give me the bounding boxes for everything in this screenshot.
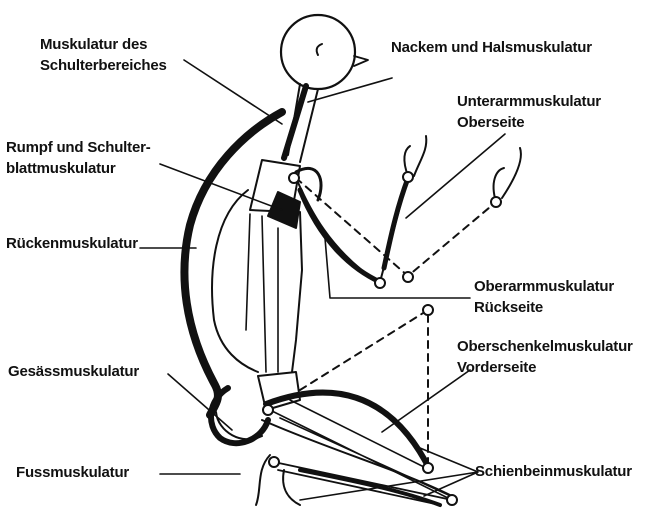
shin-muscle [300, 470, 440, 505]
upper-arm-muscle [300, 190, 380, 282]
label-schulterbereich: Muskulatur des Schulterbereiches [40, 34, 167, 76]
label-oberschenkel: Oberschenkelmuskulatur Vorderseite [457, 336, 633, 378]
label-unterarm: Unterarmmuskulatur Oberseite [457, 91, 601, 133]
torso-lines [246, 214, 278, 372]
label-ruecken: Rückenmuskulatur [6, 233, 138, 254]
hand-hook-2b [502, 148, 521, 198]
gluteal-muscle [211, 388, 268, 443]
label-fuss: Fussmuskulatur [16, 462, 129, 483]
label-nacken: Nackem und Halsmuskulatur [391, 37, 592, 58]
joint-hip [263, 405, 273, 415]
leader-oberschenkel [382, 370, 470, 432]
joint-shoulder [289, 173, 299, 183]
label-schienbein: Schienbeinmuskulatur [475, 461, 632, 482]
torso-front [292, 212, 302, 372]
joint-elbow [375, 278, 385, 288]
joint-wrist [403, 172, 413, 182]
joint-foot [447, 495, 457, 505]
alt-arm-dashed [296, 178, 496, 276]
torso-back-inner [212, 190, 258, 372]
alt-leg-dashed [300, 310, 428, 468]
joint-ankle [269, 457, 279, 467]
nose-mark [354, 56, 368, 66]
joint-knee-alt [423, 305, 433, 315]
joint-alt-wrist [491, 197, 501, 207]
label-rumpf: Rumpf und Schulter- blattmuskulatur [6, 137, 151, 179]
upper-arm-back [296, 178, 378, 282]
joint-knee [423, 463, 433, 473]
label-oberarm: Oberarmmuskulatur Rückseite [474, 276, 614, 318]
leader-rumpf [160, 164, 282, 210]
forearm-muscle [384, 178, 408, 268]
joint-alt-elbow [403, 272, 413, 282]
label-gesaess: Gesässmuskulatur [8, 361, 139, 382]
hand-hook-1b [414, 136, 426, 176]
back-muscle-curve [184, 112, 282, 415]
head-outline [281, 15, 355, 89]
leader-unterarm [406, 134, 505, 218]
ear-mark [317, 44, 322, 55]
leader-gesaess [168, 374, 232, 430]
leader-schulter [184, 60, 282, 124]
